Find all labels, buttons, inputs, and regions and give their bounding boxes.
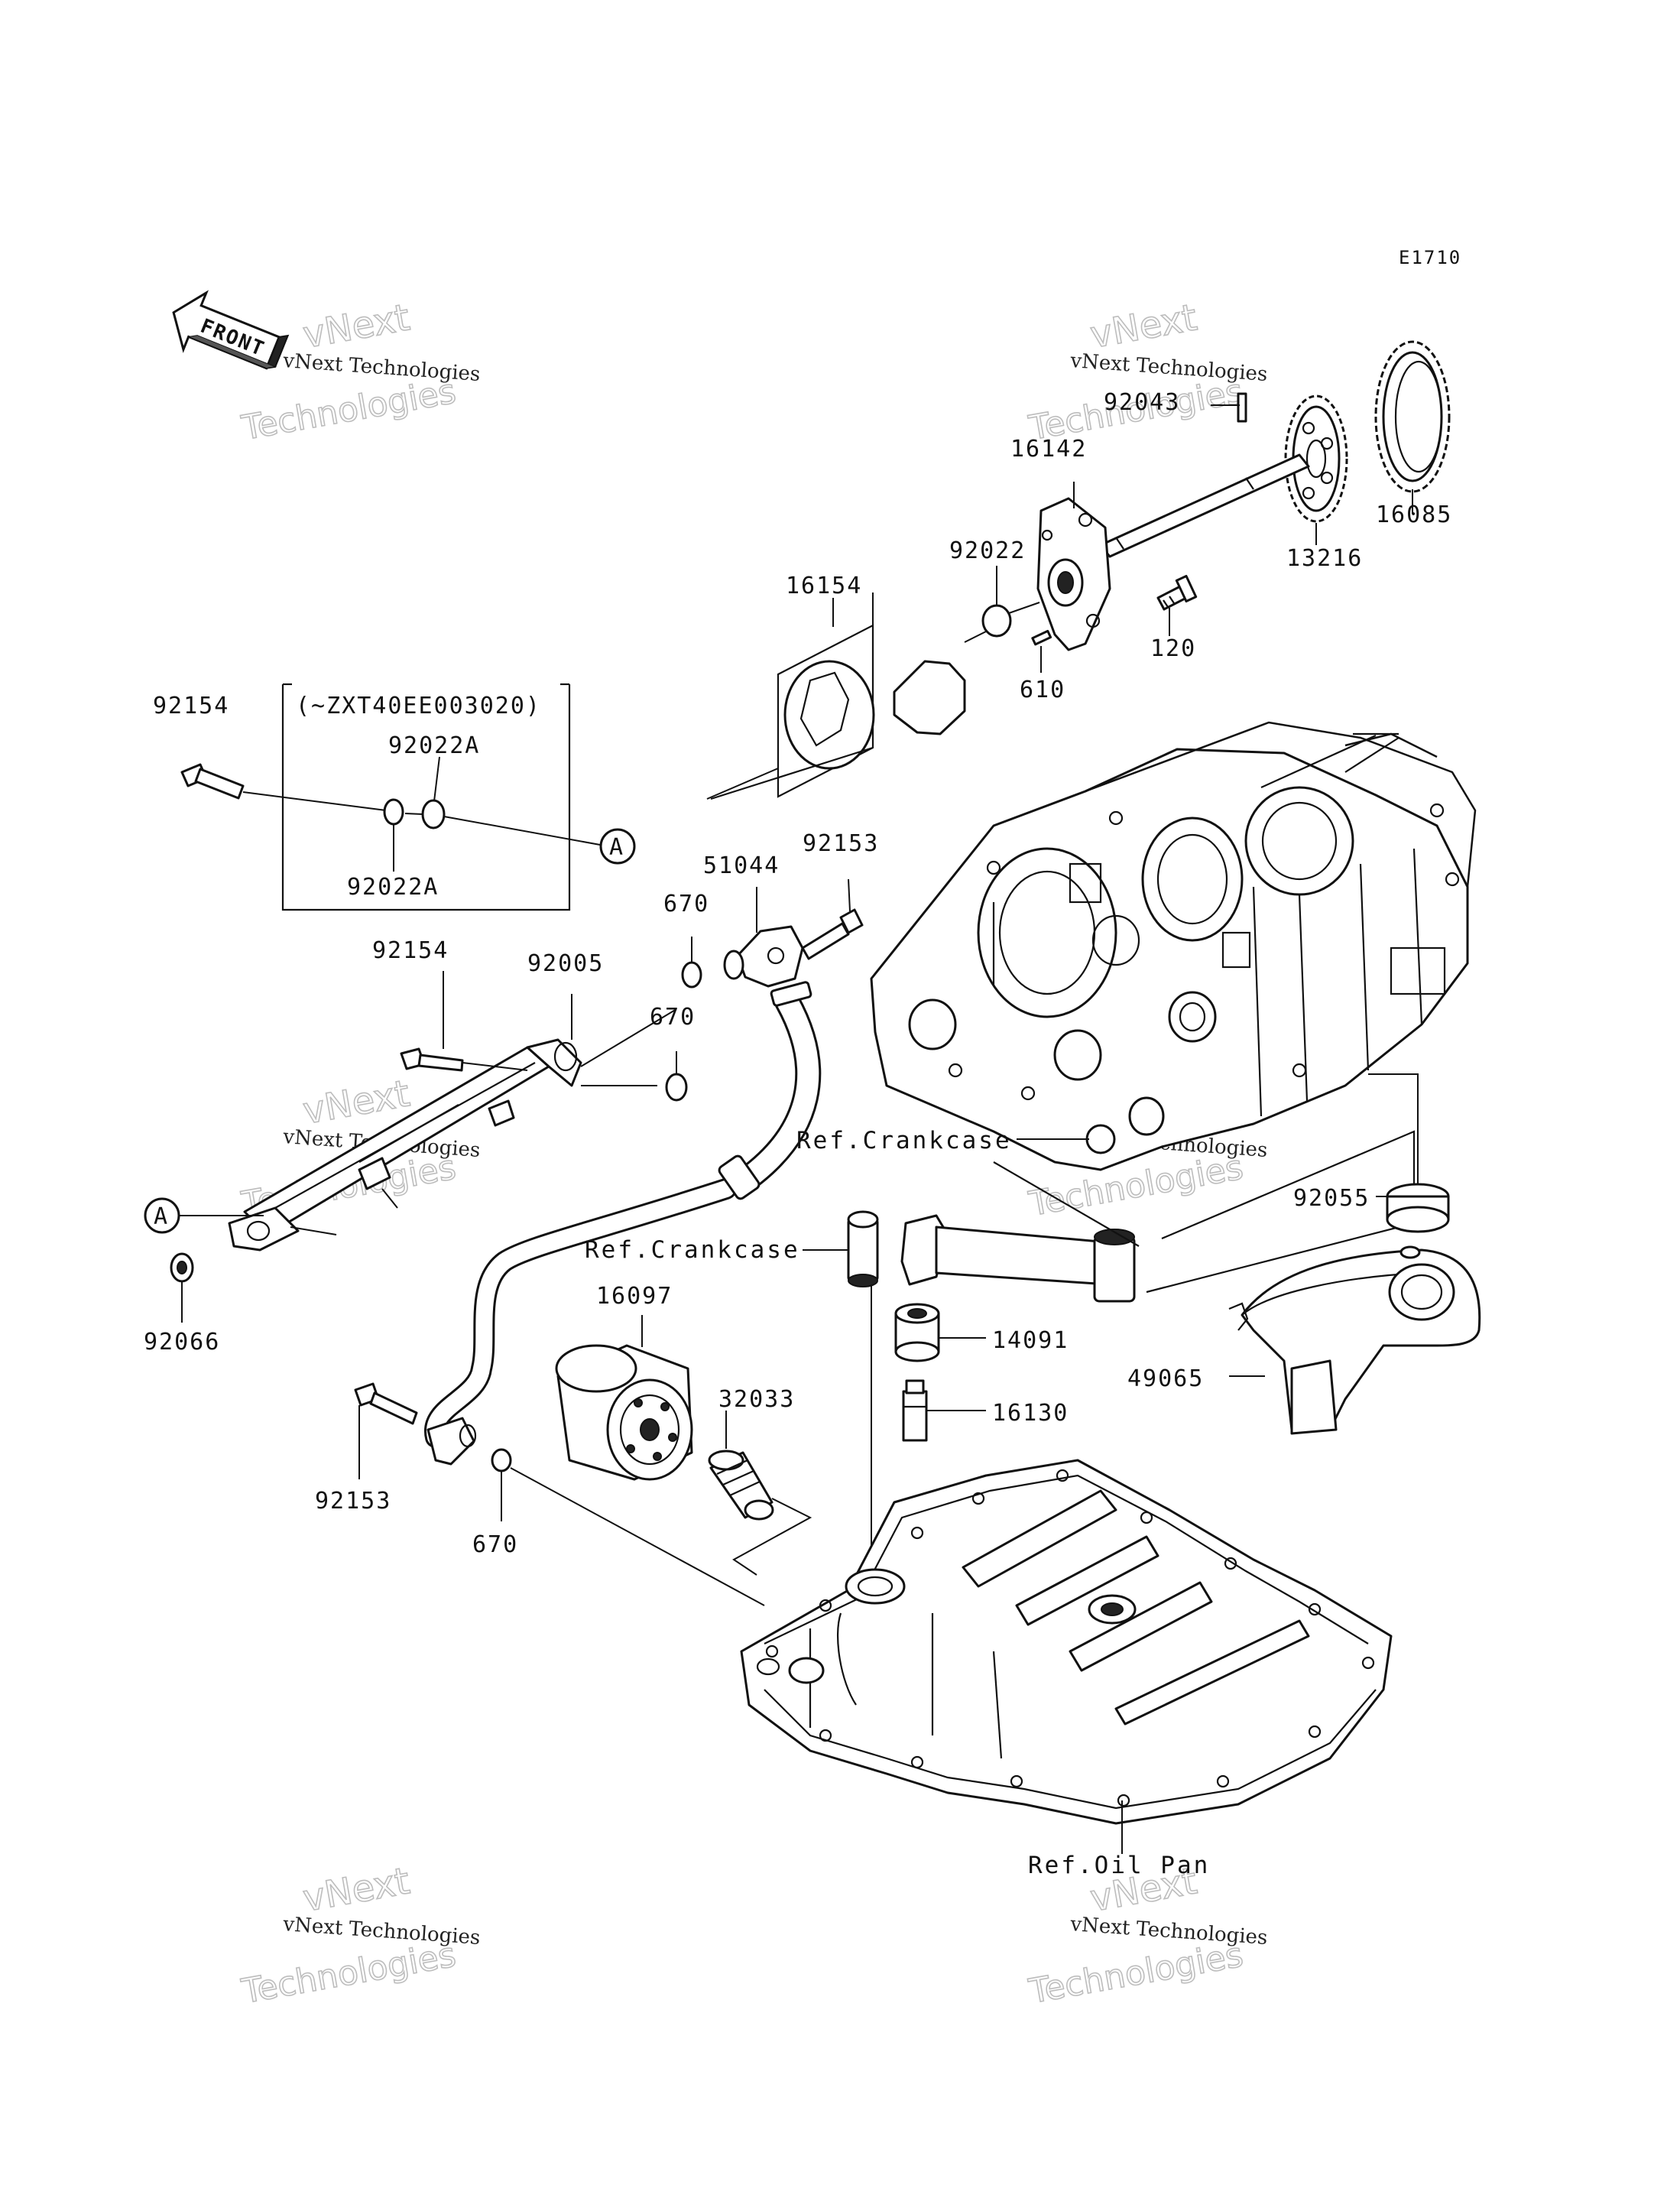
pin-92043-icon bbox=[1237, 392, 1247, 423]
pump-shaft-icon bbox=[1099, 453, 1310, 558]
label-92066: 92066 bbox=[144, 1329, 220, 1355]
cap-92055-icon bbox=[1386, 1183, 1450, 1233]
svg-text:vNext Technologies: vNext Technologies bbox=[282, 349, 482, 386]
gear-16085-icon bbox=[1374, 340, 1451, 493]
strainer-49065-icon bbox=[1228, 1245, 1481, 1435]
oil-pan-icon bbox=[740, 1459, 1393, 1825]
svg-text:vNext Technologies: vNext Technologies bbox=[1069, 349, 1269, 386]
watermark-top-right: vNext Technologies vNext Technologies bbox=[1025, 296, 1269, 449]
o-ring-670b-icon bbox=[665, 1073, 688, 1102]
bolt-92154-icon bbox=[180, 763, 245, 800]
gear-13216-icon bbox=[1284, 394, 1348, 523]
fitting-51044-icon bbox=[723, 925, 804, 988]
bolt-120-icon bbox=[1156, 574, 1198, 611]
label-16154: 16154 bbox=[786, 573, 862, 599]
svg-text:vNext Technologies: vNext Technologies bbox=[282, 1913, 482, 1950]
o-ring-670c-icon bbox=[491, 1448, 512, 1472]
label-51044: 51044 bbox=[703, 852, 780, 879]
label-14091: 14091 bbox=[992, 1327, 1069, 1354]
strainer-pipe-92005-icon bbox=[228, 1038, 582, 1252]
bolt-92154-b-icon bbox=[400, 1047, 464, 1072]
ref-oil-pan: Ref.Oil Pan bbox=[1028, 1852, 1210, 1879]
label-92055: 92055 bbox=[1293, 1185, 1370, 1212]
oil-filter-16097-icon bbox=[555, 1344, 693, 1481]
label-92022: 92022 bbox=[949, 537, 1026, 564]
label-670-c: 670 bbox=[472, 1531, 518, 1558]
pin-610-icon bbox=[1031, 629, 1052, 646]
part-labels: 92043 16142 16085 13216 92022 16154 120 … bbox=[144, 389, 1452, 1558]
watermark-top-left: vNext Technologies vNext Technologies bbox=[238, 296, 482, 449]
label-16130: 16130 bbox=[992, 1400, 1069, 1427]
bypass-32033-icon bbox=[708, 1450, 774, 1521]
callout-a-bottom-label: A bbox=[154, 1203, 169, 1230]
label-49065: 49065 bbox=[1127, 1365, 1204, 1392]
callout-a-bottom-icon bbox=[144, 1197, 180, 1234]
nut-92066-icon bbox=[170, 1252, 194, 1283]
label-670-a: 670 bbox=[663, 891, 709, 917]
label-92022A-bottom: 92022A bbox=[347, 874, 439, 901]
washer-92022A-top-icon bbox=[421, 799, 446, 830]
label-92154-a: 92154 bbox=[153, 693, 229, 719]
label-92153-b: 92153 bbox=[315, 1488, 391, 1515]
callout-a-top-label: A bbox=[609, 834, 624, 861]
label-92153-a: 92153 bbox=[803, 830, 879, 857]
relief-valve-16130-icon bbox=[902, 1379, 928, 1442]
ref-crankcase-upper: Ref.Crankcase bbox=[796, 1127, 1012, 1154]
bolt-92153-b-icon bbox=[354, 1382, 418, 1425]
label-16085: 16085 bbox=[1376, 502, 1452, 528]
svg-text:vNext: vNext bbox=[1087, 296, 1200, 357]
reference-labels: Ref.Crankcase Ref.Crankcase Ref.Oil Pan bbox=[585, 1127, 1210, 1879]
callout-a-top-icon bbox=[599, 828, 636, 865]
bolt-92153-a-icon bbox=[801, 908, 864, 960]
crankcase-edge-line bbox=[1260, 734, 1377, 789]
crankcase-icon bbox=[870, 721, 1477, 1171]
svg-text:Technologies: Technologies bbox=[238, 1936, 459, 2011]
svg-text:vNext Technologies: vNext Technologies bbox=[1069, 1913, 1269, 1950]
watermark-bottom-left: vNext Technologies vNext Technologies bbox=[238, 1859, 482, 2012]
washer-92022A-bottom-icon bbox=[383, 798, 404, 826]
label-120: 120 bbox=[1150, 635, 1196, 662]
oil-hose-icon bbox=[424, 981, 822, 1448]
svg-text:Technologies: Technologies bbox=[238, 372, 459, 448]
watermark-bottom-right: vNext Technologies vNext Technologies bbox=[1025, 1859, 1269, 2012]
spacer-14091-icon bbox=[894, 1303, 940, 1362]
label-670-b: 670 bbox=[650, 1004, 696, 1031]
oil-pump-assembly bbox=[706, 340, 1451, 800]
pump-cover-16142-icon bbox=[1036, 497, 1111, 651]
variant-note: (~ZXT40EE003020) bbox=[296, 693, 541, 719]
svg-text:Technologies: Technologies bbox=[1026, 1936, 1246, 2011]
o-ring-670a-icon bbox=[681, 961, 702, 989]
label-32033: 32033 bbox=[718, 1386, 795, 1413]
label-92043: 92043 bbox=[1104, 389, 1180, 416]
rotor-16154-icon bbox=[706, 624, 966, 800]
bracket-lines bbox=[993, 1130, 1416, 1294]
ref-crankcase-lower: Ref.Crankcase bbox=[585, 1236, 800, 1264]
svg-text:vNext: vNext bbox=[300, 296, 413, 357]
label-92005: 92005 bbox=[527, 950, 604, 977]
o-ring-92022-icon bbox=[981, 604, 1012, 638]
variant-box: (~ZXT40EE003020) A bbox=[180, 683, 636, 911]
label-16142: 16142 bbox=[1010, 436, 1087, 463]
hose-fitting-lower-icon bbox=[426, 1417, 477, 1466]
label-92154-b: 92154 bbox=[372, 937, 449, 964]
svg-text:vNext: vNext bbox=[300, 1859, 413, 1920]
label-13216: 13216 bbox=[1286, 545, 1363, 572]
label-610: 610 bbox=[1020, 677, 1065, 703]
label-16097: 16097 bbox=[596, 1283, 673, 1310]
diagram-code: E1710 bbox=[1399, 247, 1461, 268]
label-92022A-top: 92022A bbox=[388, 732, 480, 759]
oil-pipe-assembly-icon bbox=[847, 1210, 1136, 1303]
front-arrow-icon: FRONT bbox=[172, 290, 290, 370]
